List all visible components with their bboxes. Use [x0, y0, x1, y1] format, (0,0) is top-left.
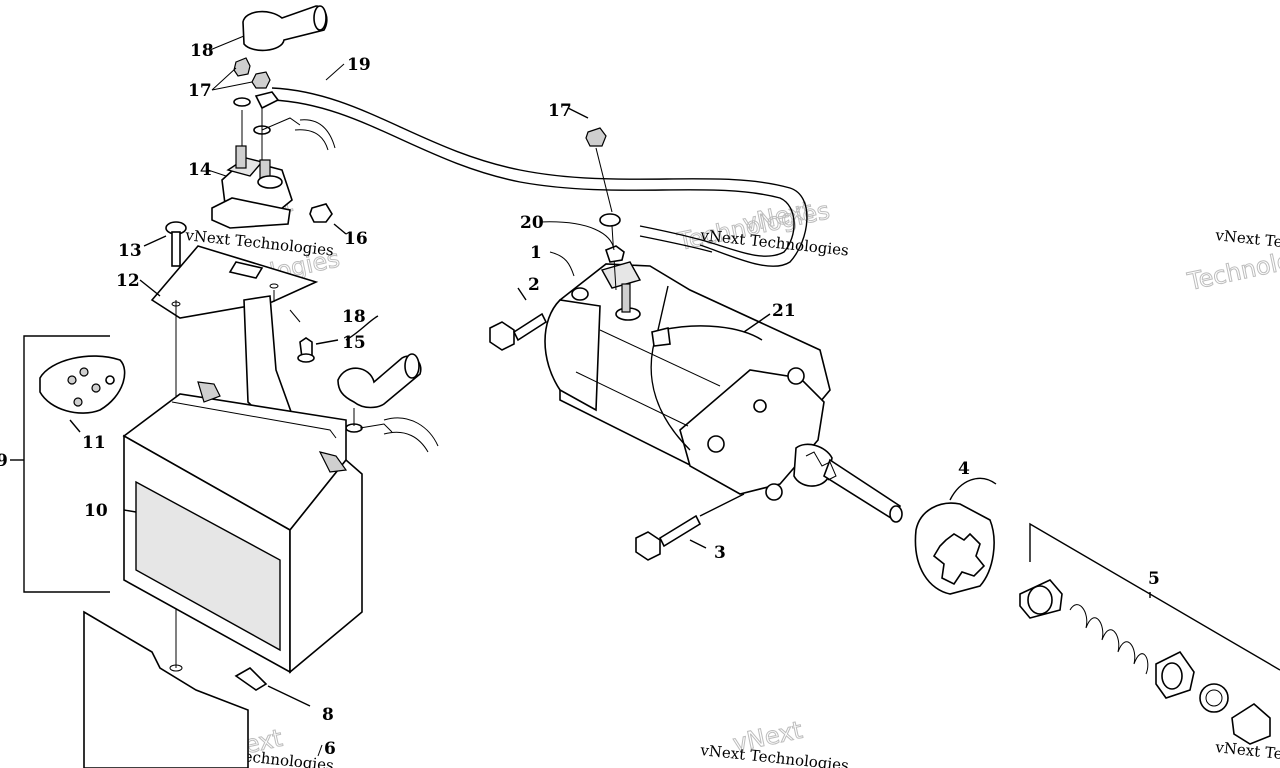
nut-group-top: [233, 57, 280, 135]
callout-18: 18: [342, 307, 366, 327]
callout-20: 20: [520, 213, 544, 233]
group-bracket-5: [1029, 522, 1280, 671]
callout-4: 4: [958, 459, 970, 479]
callout-16: 16: [344, 229, 368, 249]
callout-21: 21: [772, 301, 796, 321]
starter-shaft: [805, 451, 903, 523]
terminal-boot-top: [242, 5, 328, 52]
screw-13: [143, 221, 187, 267]
callout-2: 2: [528, 275, 540, 295]
callout-12: 12: [116, 271, 140, 291]
callout-15: 15: [342, 333, 366, 353]
callout-8: 8: [322, 705, 334, 725]
callout-17: 17: [548, 101, 572, 121]
callout-3: 3: [714, 543, 726, 563]
terminal-boot-middle: [337, 315, 439, 453]
callout-14: 14: [188, 160, 212, 180]
callout-11: 11: [82, 433, 106, 453]
callout-6: 6: [324, 739, 336, 759]
clip-8: [234, 667, 311, 707]
callout-1: 1: [530, 243, 542, 263]
callout-18: 18: [190, 41, 214, 61]
callout-10: 10: [84, 501, 108, 521]
hold-down-plate: [83, 610, 323, 768]
leader-16: [333, 223, 347, 235]
callout-19: 19: [347, 55, 371, 75]
starter-terminal: [567, 107, 625, 291]
bolt-3: [635, 493, 745, 561]
starter-solenoid: [211, 145, 293, 229]
battery-cable: [271, 87, 808, 267]
group-bracket-9: [10, 335, 110, 593]
drive-pinion: [914, 477, 997, 595]
battery-bracket: [139, 245, 319, 668]
hardware-kit: [39, 355, 126, 433]
guide-lines-solenoid: [241, 108, 301, 160]
callout-9: 9: [0, 451, 8, 471]
callout-13: 13: [118, 241, 142, 261]
nut-16: [309, 203, 333, 223]
bolt-2: [489, 287, 548, 351]
callout-17: 17: [188, 81, 212, 101]
callout-labels: 18 17 19 14 13 16 12 15 18 11 10 9 8 6 1…: [0, 35, 1160, 759]
cable-tie-21: [650, 285, 771, 451]
screw-15: [289, 309, 339, 363]
callout-5: 5: [1148, 569, 1160, 589]
battery: [122, 381, 363, 674]
spring-kit: [1019, 579, 1271, 745]
starter-motor: [544, 261, 833, 501]
